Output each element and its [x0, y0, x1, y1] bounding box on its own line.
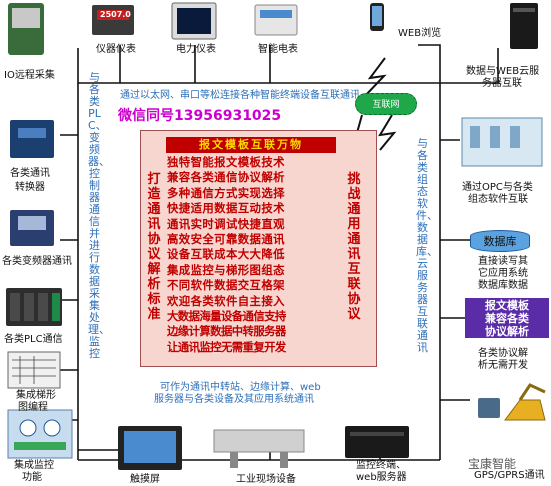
protocol-line: 协议解析	[485, 325, 529, 338]
feature-line: 通讯实时调试快捷直观	[167, 216, 285, 231]
right-outer-flow-text: 与各类组态软件、数据库、云服务器互联通讯	[416, 137, 438, 354]
vfd-label: 各类变频器通讯	[2, 256, 72, 267]
feature-line: 高效安全可靠数据通讯	[167, 232, 285, 247]
plc-label: 各类PLC通信	[4, 334, 63, 345]
watermark: 宝康智能	[468, 457, 517, 471]
feature-line: 多种通信方式实现选择	[167, 185, 285, 200]
terminal-label-2: web服务器	[356, 472, 407, 483]
db-desc-2: 它应用系统	[478, 268, 528, 279]
converter-label-1: 各类通讯	[10, 168, 50, 179]
left-outer-flow-text: 与各类PLC、变频器、控制器通信并进行数据采集处理、监控	[88, 71, 110, 360]
db-desc-1: 直接读写其	[478, 256, 528, 267]
feature-line: 不同软件数据交互格架	[167, 278, 285, 293]
bottom-flow-text-2: 服务器与各类设备及其应用系统通讯	[154, 394, 314, 405]
feature-line: 让通讯监控无需重复开发	[167, 339, 286, 354]
db-desc-3: 数据库数据	[478, 280, 528, 291]
feature-line: 大数据海量设备通信支持	[167, 309, 286, 324]
protocol-line: 报文模板	[485, 299, 529, 312]
web-server-label-1: 数据与WEB云服	[466, 66, 540, 77]
smart-meter-label: 智能电表	[258, 44, 298, 55]
monitor-label-2: 功能	[22, 472, 42, 483]
feature-line: 集成监控与梯形图组态	[167, 262, 285, 277]
center-panel	[140, 130, 377, 367]
instrument-label: 仪器仪表	[96, 44, 136, 55]
bottom-flow-text-1: 可作为通讯中转站、边缘计算、web	[160, 382, 321, 393]
power-meter-label: 电力仪表	[176, 44, 216, 55]
touchscreen-label: 触摸屏	[130, 474, 160, 485]
protocol-line: 兼容各类	[485, 312, 529, 325]
feature-line: 兼容各类通信协议解析	[167, 170, 285, 185]
io-label: IO远程采集	[4, 70, 55, 81]
feature-line: 欢迎各类软件自主接入	[167, 293, 285, 308]
gps-label: GPS/GPRS通讯	[474, 470, 545, 481]
opc-label-2: 组态软件互联	[468, 194, 528, 205]
database-icon: 数据库	[470, 230, 530, 252]
web-browse-label: WEB浏览	[398, 28, 442, 39]
protocol-desc-1: 各类协议解	[478, 348, 528, 359]
field-equipment-label: 工业现场设备	[236, 474, 296, 485]
panel-title: 报文模板互联万物	[166, 137, 336, 153]
right-inner-slogan: 挑战通用通讯互联协议	[347, 172, 361, 322]
feature-line: 设备互联成本大大降低	[167, 247, 285, 262]
monitor-label-1: 集成监控	[14, 460, 54, 471]
ladder-label-2: 图编程	[18, 402, 48, 413]
protocol-desc-2: 析无需开发	[478, 360, 528, 371]
internet-cloud-icon: 互联网	[355, 93, 417, 115]
wechat-contact: 微信同号13956931025	[118, 108, 282, 124]
protocol-box: 报文模板 兼容各类 协议解析	[465, 298, 549, 338]
opc-label-1: 通过OPC与各类	[462, 182, 533, 193]
feature-line: 独特智能报文模板技术	[167, 155, 285, 169]
feature-line: 边缘计算数据中转服务器	[167, 324, 286, 339]
feature-line: 快捷适用数据互动技术	[167, 201, 285, 216]
meter-reading: 2507.0	[100, 10, 131, 19]
converter-label-2: 转换器	[15, 182, 45, 193]
left-inner-slogan: 打造通讯协议解析标准	[147, 172, 161, 322]
top-flow-text: 通过以太网、串口等松连接各种智能终端设备互联通讯	[120, 90, 360, 101]
ladder-label-1: 集成梯形	[16, 390, 56, 401]
feature-list: 独特智能报文模板技术 兼容各类通信协议解析 多种通信方式实现选择 快捷适用数据互…	[167, 155, 337, 355]
terminal-label-1: 监控终端、	[356, 460, 406, 471]
web-server-label-2: 务器互联	[482, 78, 522, 89]
